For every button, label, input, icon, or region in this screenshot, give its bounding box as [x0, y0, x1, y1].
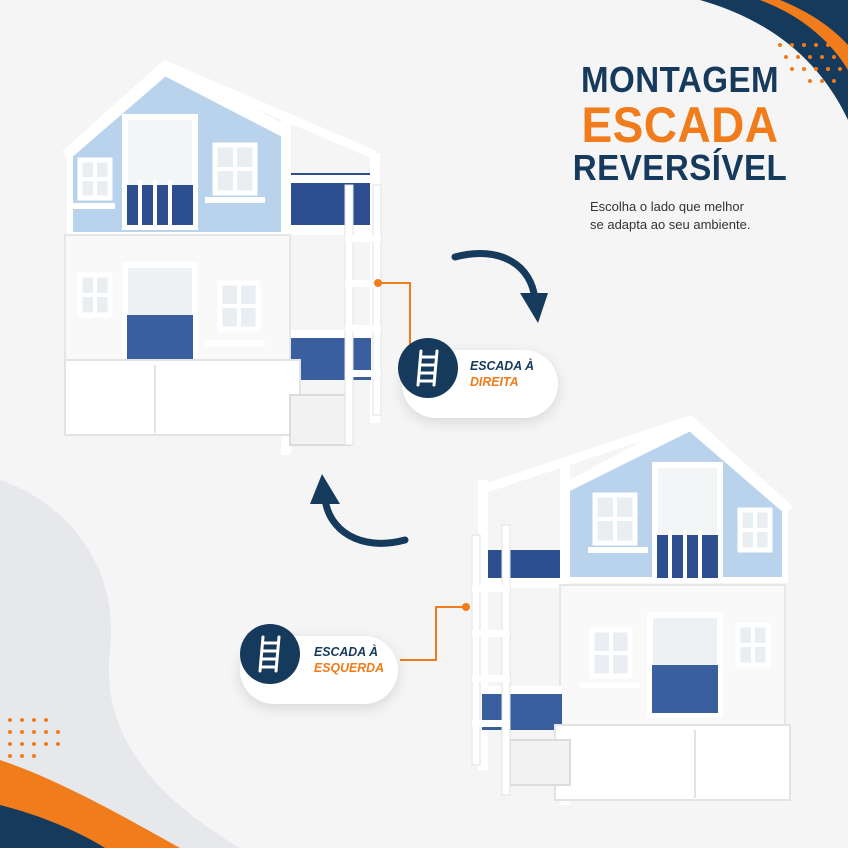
dot-pattern-top [778, 43, 842, 83]
bunk-bed-ladder-right [61, 60, 382, 455]
bunk-bed-ladder-left [471, 415, 794, 805]
headline-montagem: MONTAGEM [580, 59, 780, 100]
label-right-line-1: ESCADA À [470, 358, 535, 373]
top-right-navy-shape [700, 0, 848, 120]
top-right-orange-arc [760, 0, 848, 70]
label-left-text: ESCADA À ESQUERDA [314, 644, 384, 676]
label-right-line-2: DIREITA [470, 374, 519, 389]
ladder-icon-circle [240, 624, 300, 684]
bottom-left-grey-shape [0, 480, 240, 848]
ladder-icon [258, 635, 281, 673]
label-right-text: ESCADA À DIREITA [470, 358, 534, 390]
curved-arrow-icon [451, 250, 548, 323]
bottom-left-navy-shape [0, 805, 105, 848]
subtitle: Escolha o lado que melhor se adapta ao s… [590, 198, 780, 234]
ladder-icon [416, 349, 439, 387]
dot-pattern-bottom [8, 718, 60, 758]
label-left-line-2: ESQUERDA [314, 660, 385, 675]
headline-reversivel: REVERSÍVEL [572, 147, 788, 188]
label-left-line-1: ESCADA À [314, 644, 379, 659]
headline-escada: ESCADA [581, 97, 779, 153]
ladder-icon-circle [398, 338, 458, 398]
curved-arrow-icon [310, 474, 409, 547]
subtitle-line-2: se adapta ao seu ambiente. [590, 217, 751, 232]
subtitle-line-1: Escolha o lado que melhor [590, 199, 744, 214]
